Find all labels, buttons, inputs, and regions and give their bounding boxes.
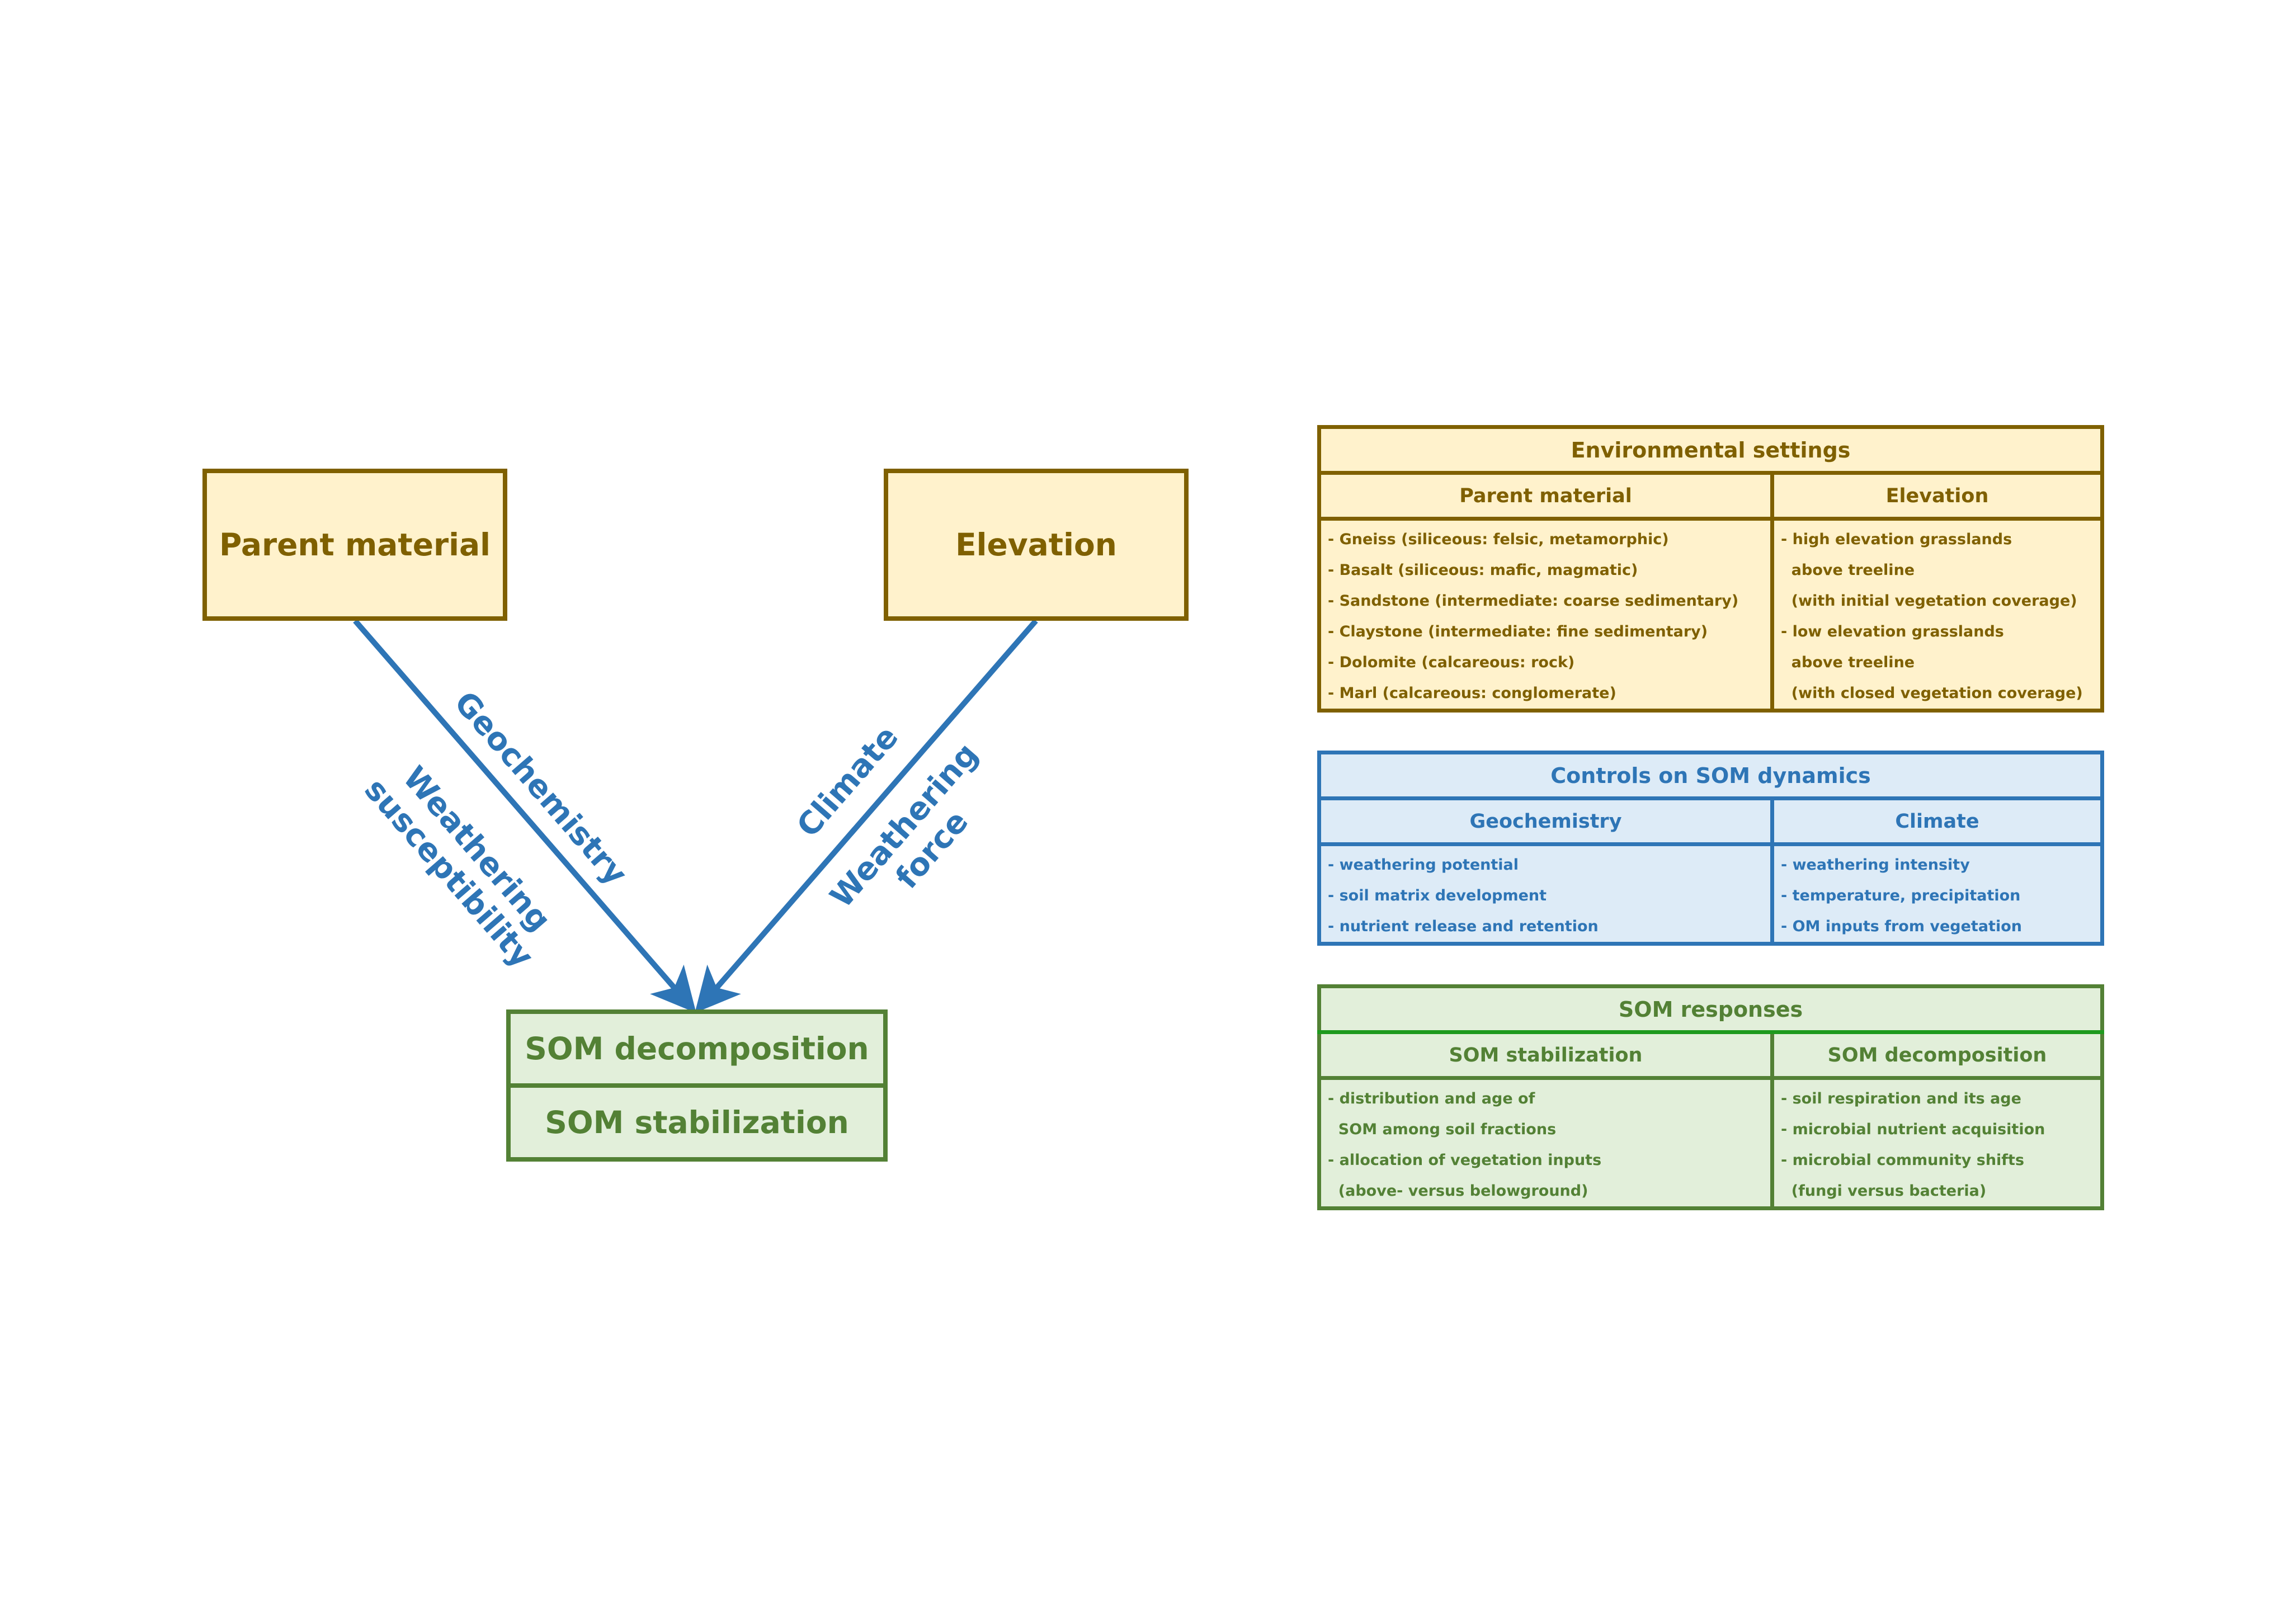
- som-responses-table: SOM responses SOM stabilization SOM deco…: [1317, 984, 2104, 1210]
- list-item: - allocation of vegetation inputs: [1328, 1152, 1602, 1169]
- list-item: - Marl (calcareous: conglomerate): [1328, 685, 1616, 702]
- list-item: - temperature, precipitation: [1781, 887, 2021, 904]
- list-item: - microbial community shifts: [1781, 1152, 2025, 1169]
- controls-col-climate-header: Climate: [1770, 796, 2104, 846]
- controls-on-som-dynamics-table: Controls on SOM dynamics Geochemistry Cl…: [1317, 751, 2104, 946]
- list-item: above treeline: [1781, 562, 1915, 579]
- env-col-elevation-header: Elevation: [1770, 471, 2104, 521]
- arrow-parent-material-to-som: [353, 619, 696, 1013]
- list-item: - soil matrix development: [1328, 887, 1547, 904]
- list-item: - Gneiss (siliceous: felsic, metamorphic…: [1328, 531, 1669, 548]
- list-item: above treeline: [1781, 654, 1915, 671]
- list-item: - weathering intensity: [1781, 856, 1970, 874]
- responses-col-decomposition-header: SOM decomposition: [1770, 1030, 2104, 1080]
- list-item: - Dolomite (calcareous: rock): [1328, 654, 1575, 671]
- som-decomposition-node: SOM decomposition: [506, 1009, 888, 1088]
- som-stabilization-node: SOM stabilization: [506, 1083, 888, 1162]
- list-item: (above- versus belowground): [1328, 1182, 1588, 1200]
- environmental-settings-title: Environmental settings: [1317, 425, 2104, 475]
- list-item: - distribution and age of: [1328, 1090, 1535, 1107]
- parent-material-label: Parent material: [219, 527, 491, 563]
- list-item: - low elevation grasslands: [1781, 623, 2004, 640]
- controls-climate-list: - weathering intensity - temperature, pr…: [1770, 842, 2104, 946]
- list-item: - soil respiration and its age: [1781, 1090, 2021, 1107]
- responses-title: SOM responses: [1317, 984, 2104, 1034]
- list-item: - OM inputs from vegetation: [1781, 918, 2022, 935]
- list-item: - Basalt (siliceous: mafic, magmatic): [1328, 562, 1638, 579]
- controls-col-geochemistry-header: Geochemistry: [1317, 796, 1774, 846]
- responses-stabilization-list: - distribution and age of SOM among soil…: [1317, 1076, 1774, 1210]
- list-item: - high elevation grasslands: [1781, 531, 2012, 548]
- list-item: (fungi versus bacteria): [1781, 1182, 1987, 1200]
- controls-title: Controls on SOM dynamics: [1317, 751, 2104, 800]
- parent-material-node: Parent material: [202, 469, 507, 621]
- elevation-node: Elevation: [884, 469, 1189, 621]
- arrow-elevation-to-som: [695, 619, 1038, 1013]
- list-item: - Claystone (intermediate: fine sediment…: [1328, 623, 1708, 640]
- list-item: - nutrient release and retention: [1328, 918, 1599, 935]
- list-item: - Sandstone (intermediate: coarse sedime…: [1328, 592, 1739, 610]
- controls-geochemistry-list: - weathering potential - soil matrix dev…: [1317, 842, 1774, 946]
- list-item: (with initial vegetation coverage): [1781, 592, 2077, 610]
- som-stabilization-label: SOM stabilization: [545, 1105, 849, 1140]
- list-item: - microbial nutrient acquisition: [1781, 1121, 2045, 1138]
- responses-col-stabilization-header: SOM stabilization: [1317, 1030, 1774, 1080]
- som-decomposition-label: SOM decomposition: [525, 1031, 869, 1067]
- elevation-label: Elevation: [955, 527, 1117, 563]
- env-col-parent-material-header: Parent material: [1317, 471, 1774, 521]
- env-parent-material-list: - Gneiss (siliceous: felsic, metamorphic…: [1317, 517, 1774, 713]
- responses-decomposition-list: - soil respiration and its age - microbi…: [1770, 1076, 2104, 1210]
- list-item: - weathering potential: [1328, 856, 1519, 874]
- env-elevation-list: - high elevation grasslands above treeli…: [1770, 517, 2104, 713]
- environmental-settings-table: Environmental settings Parent material E…: [1317, 425, 2104, 713]
- list-item: (with closed vegetation coverage): [1781, 685, 2083, 702]
- list-item: SOM among soil fractions: [1328, 1121, 1557, 1138]
